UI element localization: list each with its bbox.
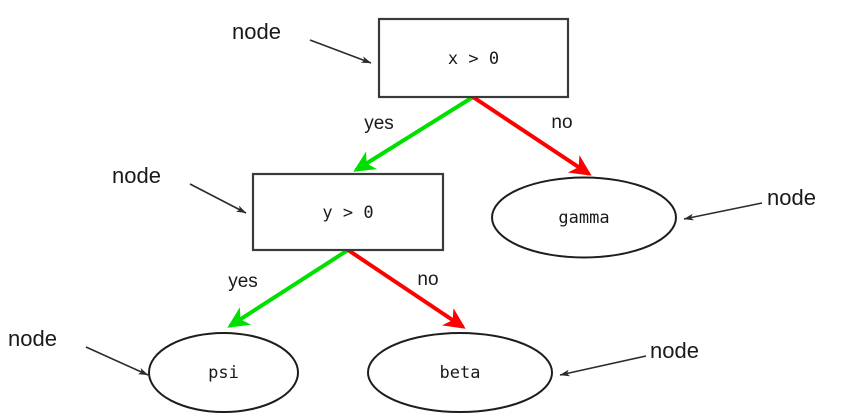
annotation-gamma-label: node	[767, 185, 816, 210]
annotation-psi: node	[8, 326, 149, 376]
node-beta-label: beta	[440, 363, 481, 383]
node-root-label: x > 0	[448, 49, 499, 69]
node-second[interactable]: y > 0	[251, 172, 445, 252]
annotation-second-label: node	[112, 163, 161, 188]
annotation-beta: node	[559, 338, 699, 377]
edge-root-yes-to-second	[353, 95, 475, 172]
annotation-beta-label: node	[650, 338, 699, 363]
node-root[interactable]: x > 0	[377, 17, 570, 99]
edge-label-root-no: no	[551, 112, 572, 133]
annotation-gamma: node	[683, 185, 816, 221]
node-second-label: y > 0	[322, 203, 373, 223]
node-beta[interactable]: beta	[367, 332, 553, 413]
edge-label-second-yes: yes	[228, 271, 258, 292]
edge-root-no-to-gamma	[471, 95, 592, 176]
edge-second-yes-to-psi	[227, 248, 350, 328]
node-psi-label: psi	[208, 363, 239, 383]
annotation-root-label: node	[232, 19, 281, 44]
node-psi[interactable]: psi	[148, 332, 299, 413]
annotation-psi-label: node	[8, 326, 57, 351]
annotation-root: node	[232, 19, 372, 64]
edge-second-no-to-beta	[346, 248, 466, 329]
edge-label-second-no: no	[417, 269, 438, 290]
node-gamma[interactable]: gamma	[491, 176, 677, 259]
edge-label-root-yes: yes	[364, 113, 394, 134]
annotation-second: node	[112, 163, 247, 214]
node-gamma-label: gamma	[558, 208, 609, 228]
